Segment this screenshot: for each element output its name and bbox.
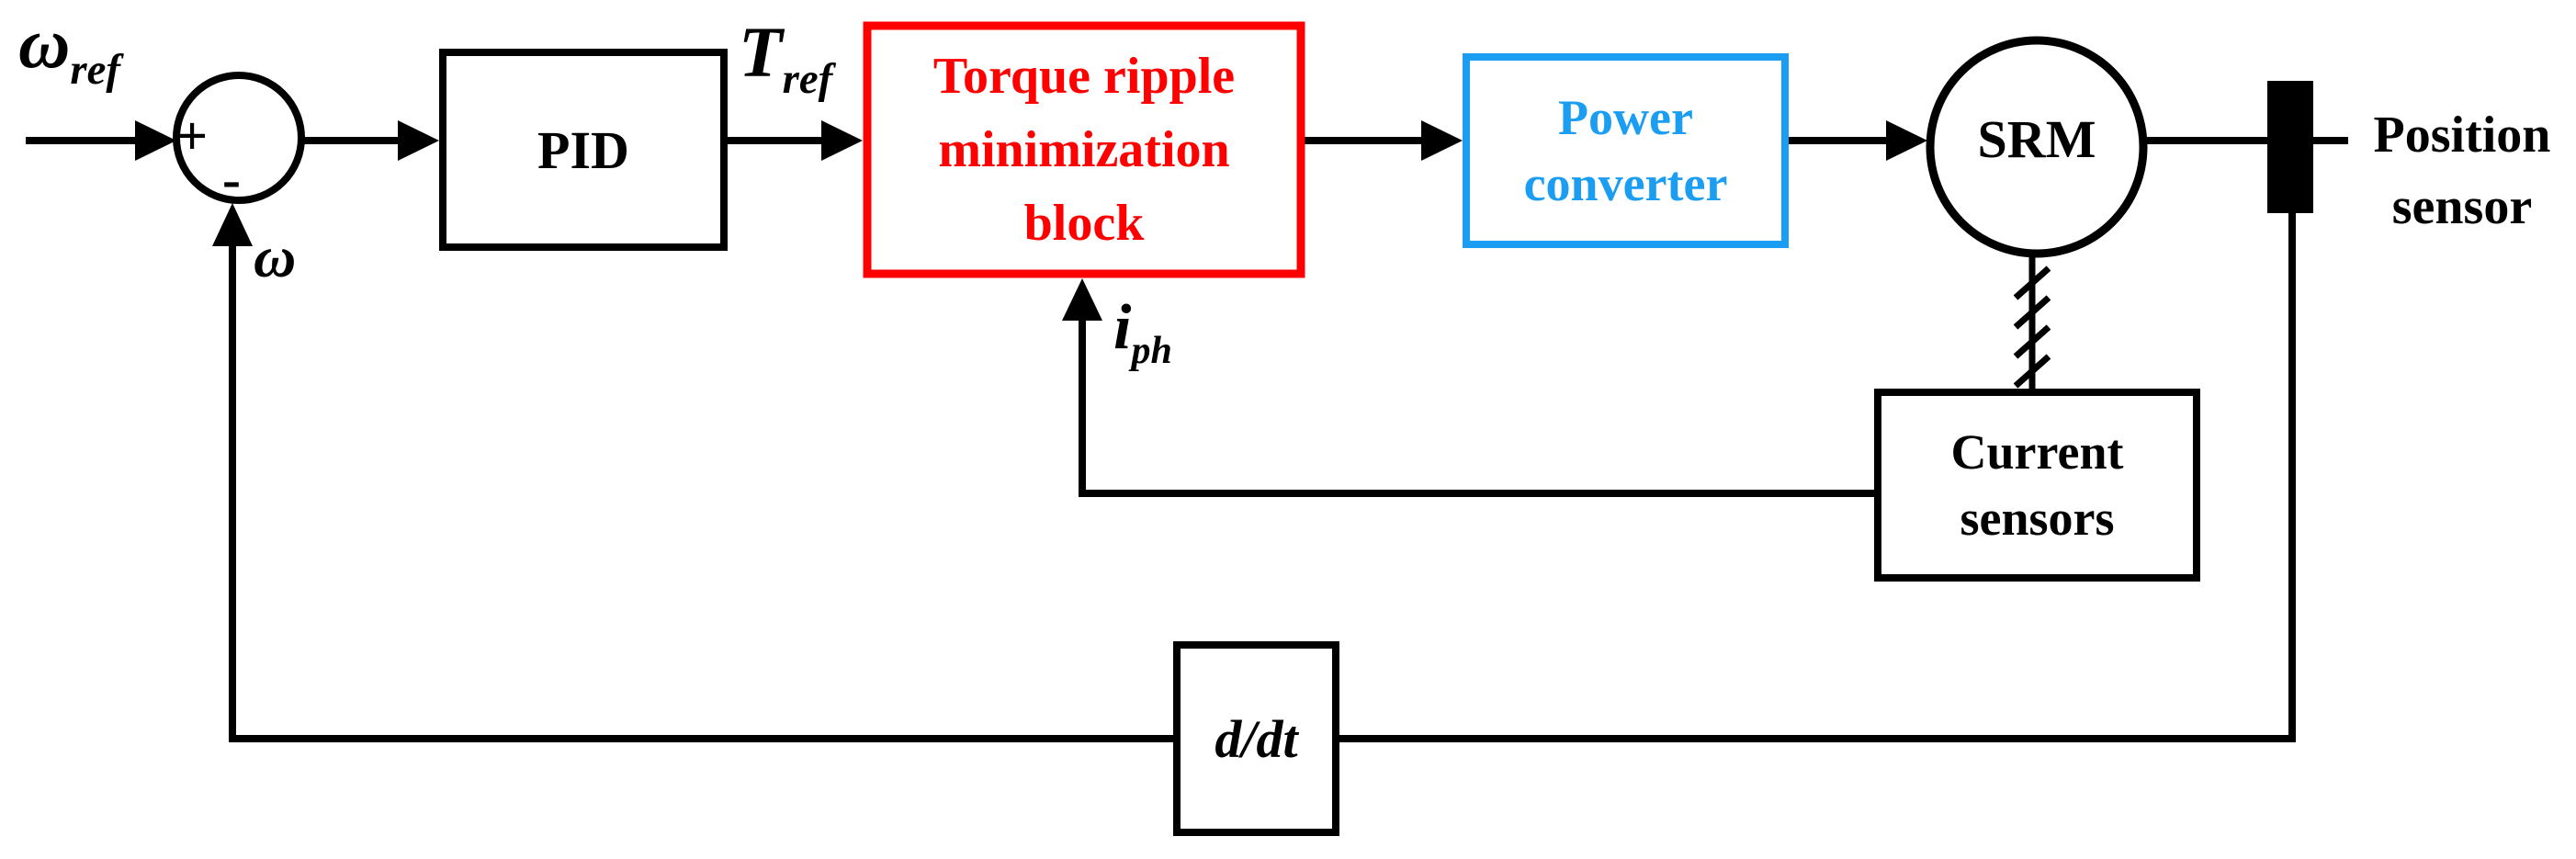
position-sensor-label: Position sensor [2348,97,2576,244]
ddt-box [1173,641,1339,836]
pid-label: PID [439,49,728,251]
tref-base: T [739,12,783,92]
torque-ripple-line3: block [1023,194,1145,252]
torque-ripple-line2: minimization [938,120,1230,178]
pid-box [439,49,728,251]
sum-to-pid-arrowhead [398,120,439,161]
current-feedback-line [1079,316,1874,497]
current-feedback-arrowhead [1062,278,1102,321]
current-sensors-line1: Current [1950,424,2124,480]
torque-ripple-label: Torque ripple minimization block [863,21,1305,277]
power-converter-label: Power converter [1463,53,1789,248]
shaft-hatch-tick [2013,354,2051,389]
power-to-srm-arrowhead [1886,120,1927,161]
position-sensor-line2: sensor [2391,178,2533,235]
iph-label: iph [1113,296,1172,370]
current-sensors-line2: sensors [1960,491,2115,546]
shaft-hatch-tick [2013,324,2051,359]
sum-minus-sign: - [222,149,241,209]
omega-ref-sub: ref [70,45,120,94]
shaft-hatch-tick [2013,266,2051,300]
position-sensor-line1: Position [2373,107,2551,164]
speed-feedback-arrowhead [212,203,253,246]
torque-to-power-arrowhead [1421,120,1463,161]
summing-junction-circle [173,72,305,204]
iph-base: i [1113,292,1132,363]
omega-feedback-label: ω [254,224,297,289]
shaft-hatch-tick [2013,295,2051,330]
omega-ref-label: ωref [18,7,120,92]
ddt-label: d/dt [1173,641,1339,836]
power-converter-line1: Power [1558,90,1693,145]
srm-circle [1926,36,2148,258]
torque-ripple-box [863,21,1305,278]
pid-label-text: PID [537,119,629,180]
torque-ripple-line1: Torque ripple [932,47,1236,105]
srm-label-text: SRM [1977,108,2096,169]
sum-plus-sign: + [176,106,209,166]
power-converter-line2: converter [1523,156,1728,211]
position-sensor-marker [2267,81,2313,213]
srm-label: SRM [1926,40,2147,254]
input-arrowhead [135,120,176,161]
ddt-label-text: d/dt [1215,708,1298,769]
current-sensors-box [1874,389,2200,582]
tref-label: Tref [739,17,832,101]
power-converter-box [1463,53,1789,248]
tref-sub: ref [782,54,833,103]
iph-sub: ph [1131,329,1172,372]
pid-to-torque-arrowhead [821,120,863,161]
current-sensors-label: Current sensors [1874,389,2200,582]
omega-ref-base: ω [18,3,71,83]
